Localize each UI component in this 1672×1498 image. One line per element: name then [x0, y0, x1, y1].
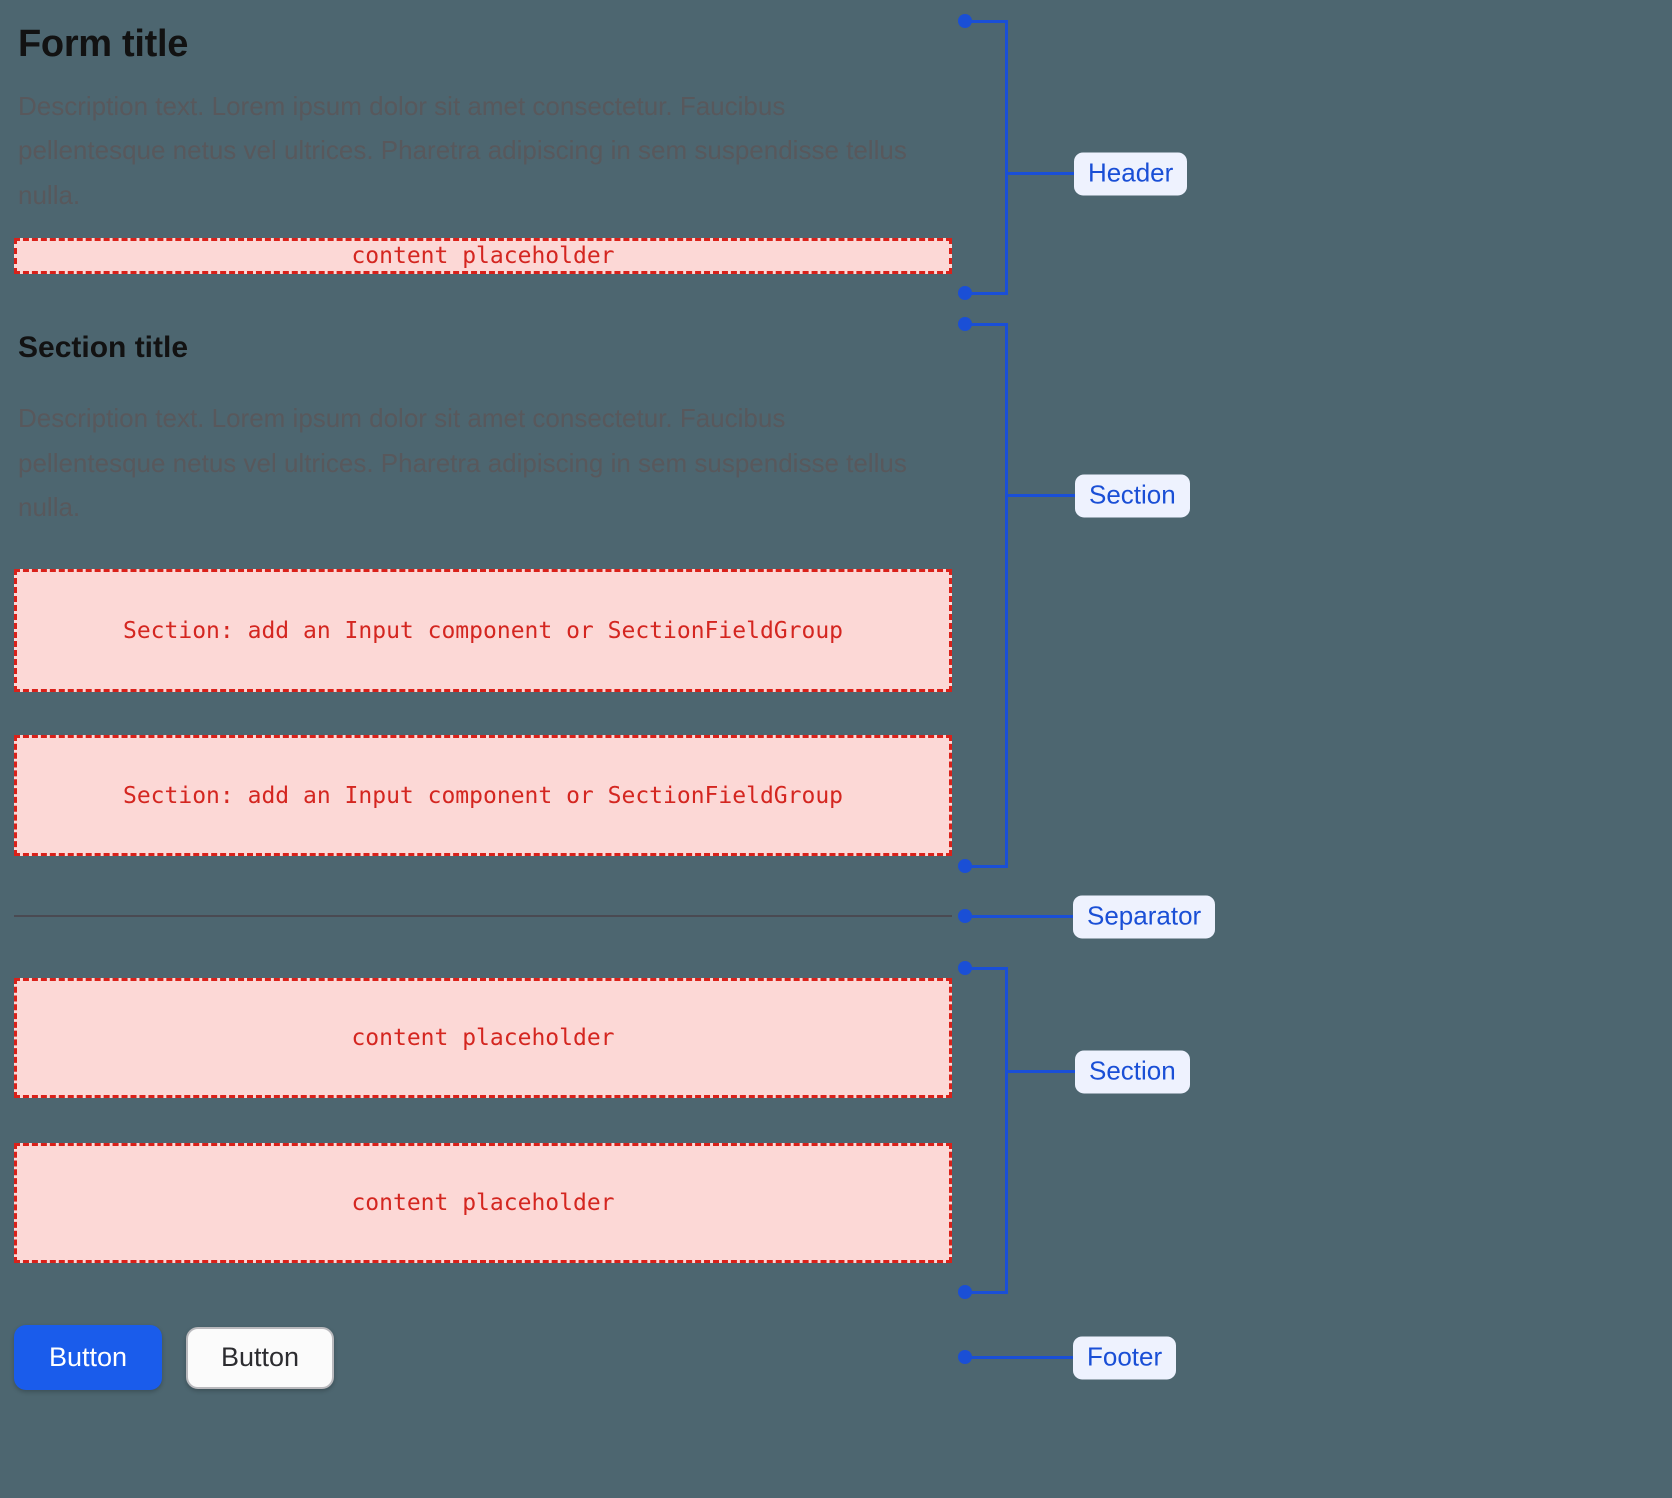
section-title: Section title [18, 331, 189, 364]
secondary-button[interactable]: Button [186, 1326, 334, 1389]
annotation-dot-section-bottom-end [958, 1285, 972, 1299]
annotation-label-footer[interactable]: Footer [1073, 1336, 1177, 1380]
annotation-dot-footer [958, 1350, 972, 1364]
primary-button[interactable]: Button [14, 1325, 162, 1390]
annotation-dot-header-top [958, 14, 972, 28]
separator-rule [14, 915, 952, 917]
section-field-placeholder-2[interactable]: Section: add an Input component or Secti… [14, 735, 952, 856]
annotation-spine-header [1005, 20, 1008, 294]
annotation-label-section-bottom[interactable]: Section [1075, 1050, 1190, 1094]
section-field-placeholder-1[interactable]: Section: add an Input component or Secti… [14, 569, 952, 692]
annotation-dot-section-top-end [958, 859, 972, 873]
annotation-line-header-top [965, 20, 1008, 23]
annotation-line-section-bottom-end [965, 1291, 1008, 1294]
annotation-dot-separator [958, 909, 972, 923]
annotation-line-section-top-end [965, 865, 1008, 868]
annotation-leader-separator [965, 915, 1085, 918]
annotation-dot-header-bottom [958, 286, 972, 300]
section2-content-placeholder-1[interactable]: content placeholder [14, 978, 952, 1098]
section-description: Description text. Lorem ipsum dolor sit … [18, 403, 907, 523]
section-block: Section title Description text. Lorem ip… [0, 330, 952, 530]
annotation-line-section-top-start [965, 323, 1008, 326]
annotation-label-separator[interactable]: Separator [1073, 895, 1216, 939]
annotation-line-section-bottom-start [965, 967, 1008, 970]
header-content-placeholder[interactable]: content placeholder [14, 238, 952, 274]
annotation-dot-section-bottom-start [958, 961, 972, 975]
page-title: Form title [18, 23, 189, 65]
section2-content-placeholder-2[interactable]: content placeholder [14, 1143, 952, 1263]
annotation-dot-section-top-start [958, 317, 972, 331]
annotation-leader-section-bottom [1005, 1070, 1077, 1073]
footer-button-bar: Button Button [14, 1325, 334, 1390]
header-description: Description text. Lorem ipsum dolor sit … [18, 90, 907, 211]
annotation-label-header[interactable]: Header [1074, 152, 1188, 196]
annotation-spine-section-bottom [1005, 967, 1008, 1293]
annotation-spine-section-top [1005, 323, 1008, 867]
form-root: Form title Description text. Lorem ipsum… [0, 0, 952, 274]
annotation-leader-footer [965, 1356, 1075, 1359]
annotation-line-header-bottom [965, 292, 1008, 295]
annotation-leader-section-top [1005, 494, 1077, 497]
annotation-label-section-top[interactable]: Section [1075, 474, 1190, 518]
annotation-leader-header [1005, 172, 1075, 175]
